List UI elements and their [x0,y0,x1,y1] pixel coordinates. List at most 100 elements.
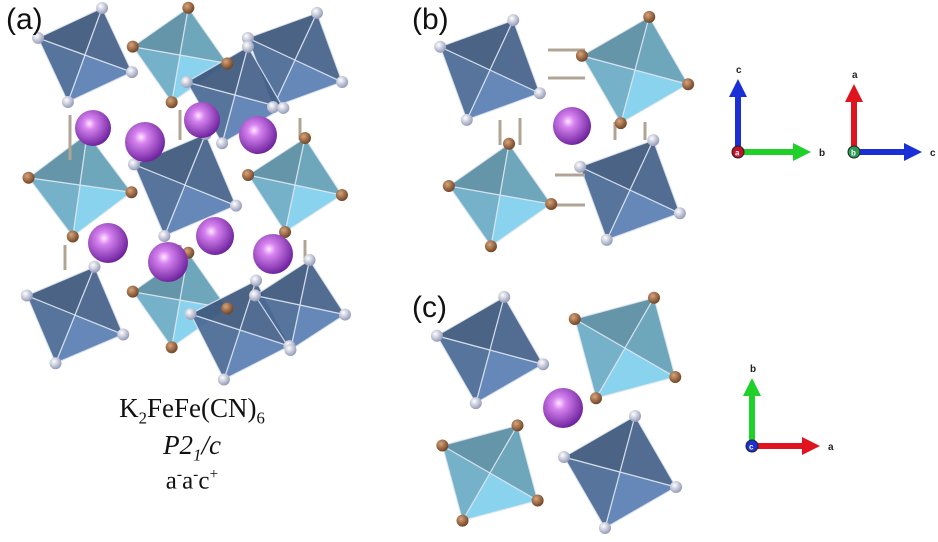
octahedron-b-bottom-left [447,142,553,248]
c-atom [165,341,178,354]
octahedron-b-bottom-left-facet [499,142,553,205]
k-atom [148,242,188,282]
c-atom [242,169,255,182]
n-atom [158,229,171,242]
n-atom [284,343,297,356]
k-atom [253,234,293,274]
octahedron-a-mid-right-facet [294,136,344,196]
octahedron-a-bottom-left-facet [74,265,125,336]
octahedron-c-top-left-facet [489,295,545,366]
panel-c-axis-origin-label: c [749,443,754,452]
tilt-system: a-a-c+ [62,466,322,495]
octahedron-a-mid-left [26,131,134,239]
n-atom [557,450,570,463]
panel-b-left-axis-horizontal-shaft [738,149,793,155]
c-atom [643,10,656,23]
c-atom [456,514,469,527]
tilt-a2: a [182,467,194,495]
octahedron-b-bottom-right [578,138,682,242]
n-atom [507,14,520,27]
octahedron-c-bottom-left [440,423,540,523]
formula-subscript-2: 6 [256,408,265,428]
tilt-c: c [198,467,210,495]
n-atom [88,260,101,273]
n-atom [598,522,611,535]
n-atom [180,76,193,89]
space-group-subscript: 1 [193,445,202,465]
octahedron-a-bottom-right [253,258,347,352]
octahedron-c-bottom-right [562,414,678,530]
c-atom [221,302,234,315]
n-atom [498,290,511,303]
panel-c-axis-horizontal-shaft [752,443,802,449]
octahedron-a-top-right-facet [294,11,344,84]
n-atom [338,308,351,321]
panel-c-axis-vertical-label: b [750,364,756,375]
panel-c-axis-vertical-shaft [749,396,755,446]
octahedron-a-top-right [246,11,344,109]
formula-middle: FeFe(CN) [147,393,257,423]
octahedron-a-bottom-mid-facet [179,251,229,310]
c-atom [126,285,139,298]
octahedron-c-top-right [573,296,677,400]
k-atom [184,102,220,138]
c-atom [221,57,234,70]
octahedron-b-bottom-left-facet [447,185,501,248]
octahedron-b-top-left [438,18,542,122]
panel-b-left-axis-vertical-label: c [736,65,742,76]
octahedron-a-top-left-facet [84,6,134,74]
panel-c-axis-vertical-arrow-icon [743,378,761,396]
chemical-formula: K2FeFe(CN)6 [62,393,322,428]
c-atom [279,225,292,238]
n-atom [673,207,686,220]
tilt-a1-sup: - [176,466,183,483]
n-atom [49,357,62,370]
octahedron-c-bottom-left-facet [489,423,539,502]
c-atom [484,240,497,253]
octahedron-a-top-mid-facet [179,6,229,65]
octahedron-a-bottom-right-facet [299,258,347,316]
n-atom [310,6,323,19]
n-atom [430,329,443,342]
c-atom [568,313,581,325]
formula-subscript-1: 2 [138,408,147,428]
octahedron-a-top-mid-facet [131,45,181,104]
n-atom [336,75,349,88]
panel-b-left-axis-vertical-shaft [735,97,741,152]
octahedron-a-bottom-left [25,265,125,365]
c-atom [436,439,449,452]
panel-b-right-axis-horizontal-label: c [930,148,936,159]
octahedron-b-top-right-facet [634,15,690,86]
panel-c-axis-horizontal-arrow-icon [802,437,820,455]
octahedron-a-mid-left-facet [26,132,89,186]
c-atom [682,78,695,91]
n-atom [241,32,254,45]
c-atom [511,419,524,432]
n-atom [61,95,74,108]
panel-b-left-axis-horizontal-arrow-icon [793,143,811,161]
panel-b-right-axes: acb [845,70,936,161]
octahedron-a-top-front-facet [234,45,285,109]
k-atom [88,223,128,263]
k-atom [125,122,165,162]
k-atom [196,217,234,255]
octahedron-a-top-mid-facet [131,6,190,56]
panel-b-right-axis-origin-dot [847,145,861,159]
octahedron-c-bottom-right-facet [619,414,678,488]
c-atom [165,96,178,109]
c-atom [335,188,348,201]
n-atom [250,274,263,287]
n-atom [241,40,254,53]
octahedron-a-bottom-mid-facet [131,290,181,349]
n-atom [460,113,473,126]
octahedron-b-top-right [580,15,690,125]
n-atom [217,373,230,386]
octahedron-b-top-left-facet [489,18,541,95]
n-atom [537,358,550,371]
octahedron-c-top-right-facet [624,296,677,379]
octahedron-a-mid-center [132,132,238,238]
c-atom [590,392,602,405]
tilt-c-sup: + [209,466,219,483]
k-atom [553,107,591,145]
